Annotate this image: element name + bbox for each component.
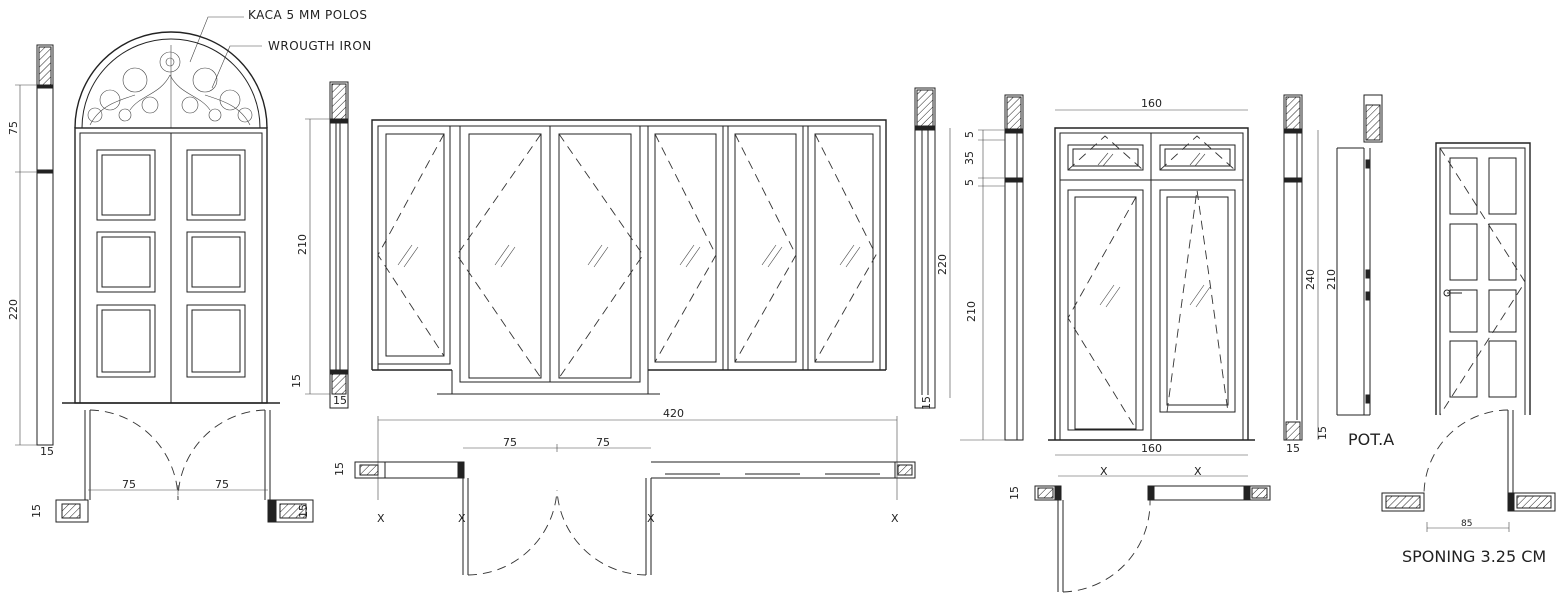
dim-15-section-b: 15 xyxy=(333,394,347,407)
dim-15-section-d: 15 xyxy=(1286,442,1300,455)
mark-x-2: X xyxy=(458,512,466,525)
dim-75-fold-right: 75 xyxy=(596,436,610,449)
dim-5-top: 5 xyxy=(963,131,976,138)
dim-15-section-e: 15 xyxy=(1316,426,1329,440)
section-240: 240 15 15 xyxy=(1283,94,1329,455)
dim-15-fold-plan: 15 xyxy=(333,462,346,476)
section-220: 220 15 xyxy=(914,87,951,410)
dim-75-fold-left: 75 xyxy=(503,436,517,449)
dim-160-top: 160 xyxy=(1141,97,1162,110)
dim-240-section: 240 xyxy=(1304,269,1317,290)
dim-160-bottom: 160 xyxy=(1141,442,1162,455)
mark-x-5: X xyxy=(1100,465,1108,478)
dim-75-plan-right: 75 xyxy=(215,478,229,491)
section-210-transom: 5 35 5 210 xyxy=(960,94,1024,441)
mark-x-4: X xyxy=(891,512,899,525)
dim-85: 85 xyxy=(1461,519,1472,529)
dim-15-section-c: 15 xyxy=(920,396,933,410)
mark-x-6: X xyxy=(1194,465,1202,478)
section-pot-a: 210 POT.A xyxy=(1325,94,1394,449)
iron-annotation: WROUGTH IRON xyxy=(268,39,372,53)
dim-15-section-a: 15 xyxy=(290,374,303,388)
dim-220-vertical: 220 xyxy=(7,299,20,320)
dim-15-plan-left: 15 xyxy=(30,504,43,518)
dim-75-plan-left: 75 xyxy=(122,478,136,491)
dim-15-plan-right: 15 xyxy=(297,504,310,518)
glass-annotation: KACA 5 MM POLOS xyxy=(248,8,368,22)
dim-420: 420 xyxy=(663,407,684,420)
dim-210-section: 210 xyxy=(296,234,309,255)
dim-5-bottom: 5 xyxy=(963,179,976,186)
section-210: 210 15 15 xyxy=(290,81,349,409)
mark-x-1: X xyxy=(377,512,385,525)
single-door-plan: 85 SPONING 3.25 CM xyxy=(1381,409,1556,566)
dim-75-vertical: 75 xyxy=(7,121,20,135)
folding-door-plan: 420 75 75 15 X X X X xyxy=(333,407,916,576)
transom-door-plan: X X 15 xyxy=(1008,465,1271,593)
rebate-note: SPONING 3.25 CM xyxy=(1402,547,1546,566)
dim-210-transom-section: 210 xyxy=(965,301,978,322)
single-door-elevation xyxy=(1435,142,1531,416)
dim-220-section: 220 xyxy=(936,254,949,275)
arched-door-elevation: 75 220 15 xyxy=(7,31,280,458)
dim-15-transom-plan: 15 xyxy=(1008,486,1021,500)
transom-door-elevation: 160 160 xyxy=(1048,97,1255,456)
dim-15-vertical: 15 xyxy=(40,445,54,458)
folding-door-elevation xyxy=(371,119,887,395)
annotation-group: KACA 5 MM POLOS WROUGTH IRON xyxy=(189,8,372,89)
pot-a-label: POT.A xyxy=(1348,430,1394,449)
mark-x-3: X xyxy=(647,512,655,525)
dim-35: 35 xyxy=(963,151,976,165)
dim-210-pot: 210 xyxy=(1325,269,1338,290)
arched-door-plan: 75 75 15 15 xyxy=(30,409,314,523)
